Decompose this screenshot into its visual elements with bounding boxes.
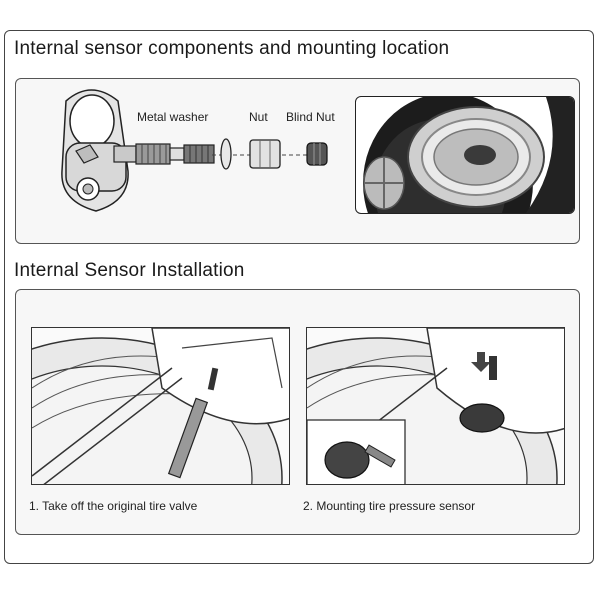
tire-valve-removal-icon xyxy=(32,328,289,484)
valve-stem-illustration xyxy=(113,143,215,165)
sensor-mounting-icon xyxy=(307,328,564,484)
step-2-caption: 2. Mounting tire pressure sensor xyxy=(303,499,476,513)
components-panel: Metal washer Nut Blind Nut xyxy=(15,78,580,244)
nut-label: Nut xyxy=(249,110,268,124)
step-1-illustration xyxy=(31,327,290,485)
blind-nut-illustration xyxy=(306,142,328,166)
section-title-installation: Internal Sensor Installation xyxy=(14,260,245,281)
step-1-caption: 1. Take off the original tire valve xyxy=(29,499,198,513)
metal-washer-illustration xyxy=(220,138,232,170)
sensor-body-illustration xyxy=(61,89,129,212)
blind-nut-label: Blind Nut xyxy=(286,110,335,124)
step-2-illustration xyxy=(306,327,565,485)
wheel-rim-icon xyxy=(363,97,574,213)
section-title-components: Internal sensor components and mounting … xyxy=(14,38,450,59)
wheel-mounting-photo xyxy=(355,96,575,214)
installation-panel: 1. Take off the original tire valve 2. M… xyxy=(15,289,580,535)
metal-washer-label: Metal washer xyxy=(137,110,209,124)
nut-illustration xyxy=(249,139,281,169)
